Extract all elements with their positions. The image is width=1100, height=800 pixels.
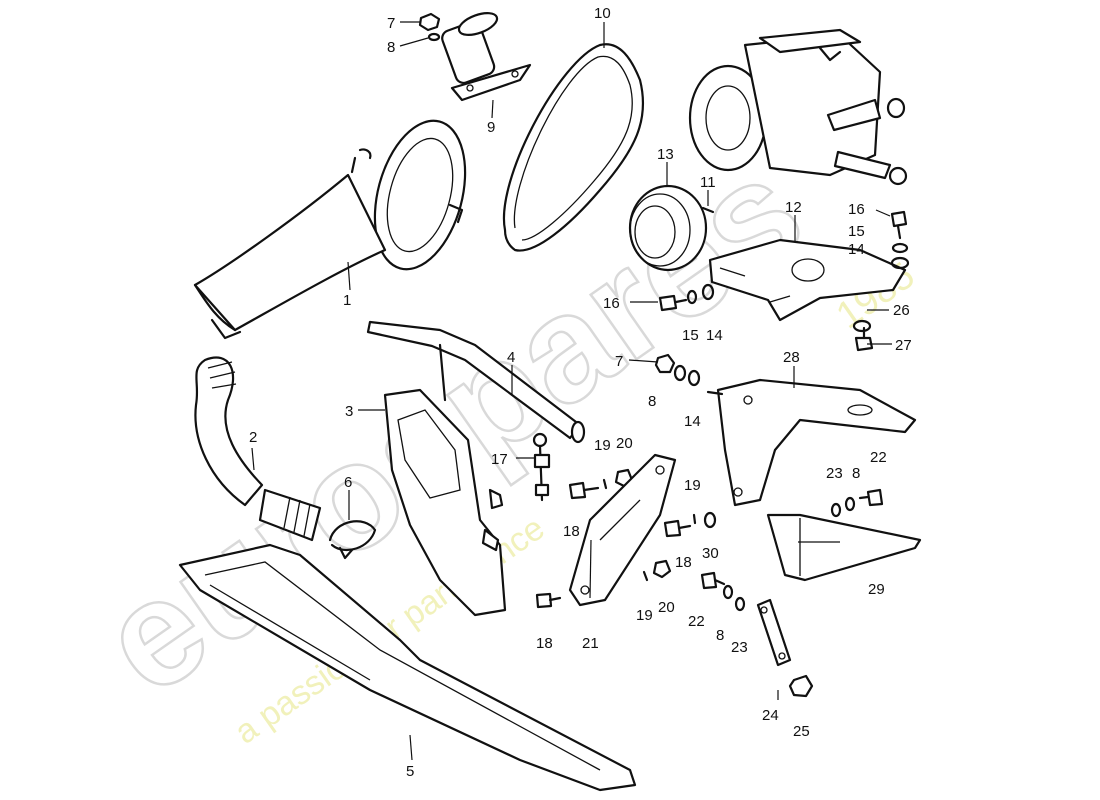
callout-5: 5 xyxy=(406,763,414,780)
washer-15-right xyxy=(891,242,909,254)
washer-14-centre xyxy=(701,283,715,301)
part-24-strap xyxy=(756,598,792,667)
washer-23-right xyxy=(830,502,842,518)
nut-20-c xyxy=(652,559,672,579)
callout-12: 12 xyxy=(785,199,802,216)
part-29-angle-bracket xyxy=(766,513,922,582)
part-21-bracket xyxy=(568,453,677,607)
washer-19-c xyxy=(642,570,649,582)
callout-3: 3 xyxy=(345,403,353,420)
callout-8-right: 8 xyxy=(852,465,860,482)
part-12-mounting-plate xyxy=(708,238,907,322)
callout-19-a: 19 xyxy=(594,437,611,454)
part-10-v-belt xyxy=(502,43,645,252)
washer-8-top xyxy=(427,32,441,42)
washer-30 xyxy=(703,511,717,529)
bolt-18-b xyxy=(663,519,692,538)
part-5-cross-member xyxy=(178,543,637,792)
callout-18-c: 18 xyxy=(536,635,553,652)
callout-27: 27 xyxy=(895,337,912,354)
callout-29: 29 xyxy=(868,581,885,598)
part-compressor xyxy=(688,28,908,186)
part-11-pin xyxy=(701,206,715,214)
callout-16-centre: 16 xyxy=(603,295,620,312)
callout-22-lower: 22 xyxy=(688,613,705,630)
washer-23-lower xyxy=(734,596,746,612)
part-17-turnbuckle xyxy=(532,432,551,502)
callout-4: 4 xyxy=(507,349,515,366)
callout-15-centre: 15 xyxy=(682,327,699,344)
callout-22-right: 22 xyxy=(870,449,887,466)
callout-30: 30 xyxy=(702,545,719,562)
callout-24: 24 xyxy=(762,707,779,724)
callout-6: 6 xyxy=(344,474,352,491)
part-6-hose-clamp xyxy=(328,520,377,560)
callout-1: 1 xyxy=(343,292,351,309)
bolt-18-a xyxy=(568,481,600,500)
callout-19-c: 19 xyxy=(636,607,653,624)
callout-14-centre: 14 xyxy=(706,327,723,344)
callout-13: 13 xyxy=(657,146,674,163)
callout-2: 2 xyxy=(249,429,257,446)
bolt-22-lower xyxy=(700,571,726,590)
callout-9: 9 xyxy=(487,119,495,136)
part-2-flex-hose xyxy=(194,356,264,507)
callout-14-right: 14 xyxy=(848,241,865,258)
washer-8-right xyxy=(844,496,856,512)
nut-7-middle xyxy=(654,353,676,374)
bolt-27 xyxy=(854,326,874,352)
part-4-tensioner-arm xyxy=(366,320,586,444)
callout-28: 28 xyxy=(783,349,800,366)
bolt-18-c xyxy=(535,592,562,609)
part-13-pulley xyxy=(628,184,708,272)
callout-10: 10 xyxy=(594,5,611,22)
part-28-bracket xyxy=(706,378,917,507)
callout-21: 21 xyxy=(582,635,599,652)
part-1-intake-tube xyxy=(193,119,467,340)
callout-11: 11 xyxy=(700,174,716,191)
callout-19-b: 19 xyxy=(684,477,701,494)
washer-14-middle xyxy=(687,369,701,387)
callout-20-b: 20 xyxy=(658,599,675,616)
part-short-hose xyxy=(258,488,322,542)
callouts: 1 2 3 4 5 6 7 7 8 8 8 8 9 10 11 12 13 14… xyxy=(249,5,912,780)
callout-8-lower: 8 xyxy=(716,627,724,644)
washer-26 xyxy=(852,319,872,333)
callout-8-middle: 8 xyxy=(648,393,656,410)
callout-26: 26 xyxy=(893,302,910,319)
callout-20-a: 20 xyxy=(616,435,633,452)
washer-19-b xyxy=(692,513,697,525)
callout-16-right: 16 xyxy=(848,201,865,218)
nut-25 xyxy=(788,674,814,698)
part-9-bracket-unit xyxy=(441,12,532,102)
washer-8-middle xyxy=(673,364,687,382)
washer-15-centre xyxy=(686,289,698,305)
bolt-16-centre xyxy=(658,294,688,312)
callout-15-right: 15 xyxy=(848,223,865,240)
callout-23-right: 23 xyxy=(826,465,843,482)
callout-8-top: 8 xyxy=(387,39,395,56)
part-3-cover-plate xyxy=(383,388,507,617)
callout-17: 17 xyxy=(491,451,508,468)
leader-lines xyxy=(251,21,892,761)
callout-14-middle: 14 xyxy=(684,413,701,430)
callout-7-top: 7 xyxy=(387,15,395,32)
callout-18-b: 18 xyxy=(675,554,692,571)
bolt-22-right xyxy=(858,488,884,507)
washer-19-a xyxy=(602,478,608,490)
washer-8-lower xyxy=(722,584,734,600)
washer-14-right xyxy=(890,256,910,270)
bolt-16-right xyxy=(890,210,908,240)
callout-7-middle: 7 xyxy=(615,353,623,370)
callout-25: 25 xyxy=(793,723,810,740)
callout-23-lower: 23 xyxy=(731,639,748,656)
nut-7-top xyxy=(418,12,441,32)
callout-18-a: 18 xyxy=(563,523,580,540)
